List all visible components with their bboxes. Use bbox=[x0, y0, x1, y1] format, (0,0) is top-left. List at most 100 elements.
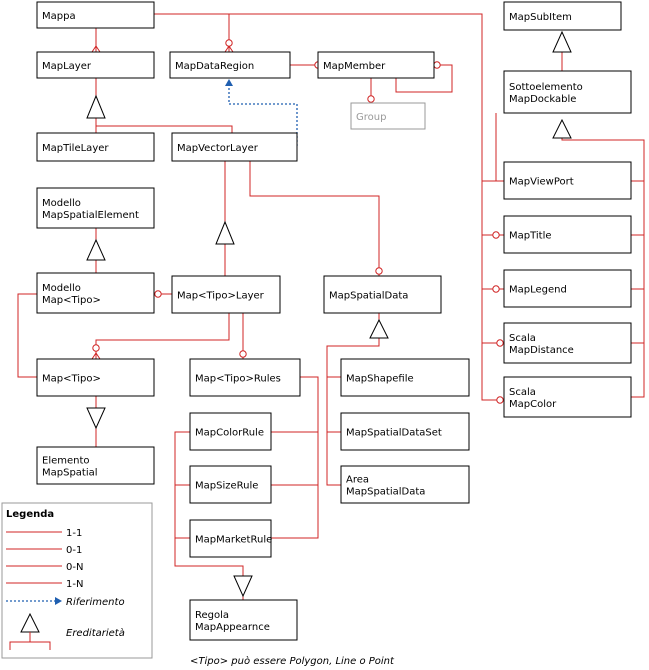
entity-box bbox=[503, 161, 632, 200]
entity-box bbox=[503, 1, 622, 31]
entity-label: MapAppearnce bbox=[195, 622, 270, 633]
entity-map-tipo-rules: Map<Tipo>Rules bbox=[189, 358, 301, 397]
legend-label: 0-N bbox=[66, 562, 83, 573]
relationship-line bbox=[174, 431, 244, 576]
entity-box bbox=[171, 275, 281, 314]
zero-marker bbox=[375, 267, 383, 275]
relationship-line bbox=[482, 113, 497, 182]
zero-marker bbox=[225, 39, 233, 47]
entity-map-size-rule: MapSizeRule bbox=[189, 465, 272, 504]
entity-map-color-rule: MapColorRule bbox=[189, 412, 272, 451]
entity-box bbox=[169, 51, 291, 79]
entity-map-title: MapTitle bbox=[503, 215, 632, 254]
entity-box bbox=[340, 465, 470, 504]
legend-label: Ereditarietà bbox=[66, 627, 125, 639]
zero-marker bbox=[154, 290, 162, 298]
entity-mappa: Mappa bbox=[36, 1, 155, 29]
entity-label: MapLayer bbox=[42, 61, 92, 72]
reference-arrowhead bbox=[225, 79, 233, 86]
entity-box bbox=[189, 519, 272, 558]
relationship-line bbox=[95, 313, 230, 359]
entity-label: MapSpatial bbox=[42, 468, 98, 479]
entity-box bbox=[503, 70, 632, 114]
entity-label: MapDistance bbox=[509, 345, 574, 356]
entity-box bbox=[171, 132, 298, 162]
entity-box bbox=[36, 132, 155, 162]
zero-marker bbox=[239, 350, 247, 358]
entity-label: MapShapefile bbox=[346, 374, 414, 385]
zero-marker bbox=[433, 61, 441, 69]
entity-map-member: MapMember bbox=[317, 51, 435, 79]
relationship-line bbox=[154, 13, 230, 52]
legend-label: 1-N bbox=[66, 579, 83, 590]
entity-box bbox=[36, 1, 155, 29]
entity-label: MapDockable bbox=[509, 94, 576, 105]
legend-label: 1-1 bbox=[66, 528, 82, 539]
entity-label: MapViewPort bbox=[509, 177, 574, 188]
many-marker bbox=[91, 45, 101, 53]
relationship-line bbox=[271, 376, 319, 539]
zero-marker bbox=[492, 285, 500, 293]
legend-label: 0-1 bbox=[66, 545, 82, 556]
entity-map-tile-layer: MapTileLayer bbox=[36, 132, 155, 162]
entity-label: MapSizeRule bbox=[195, 481, 258, 492]
entity-box bbox=[503, 215, 632, 254]
entity-box bbox=[36, 272, 155, 314]
entity-map-tipo: Map<Tipo> bbox=[36, 358, 155, 397]
entity-label: Scala bbox=[509, 387, 536, 398]
entity-label: MapColor bbox=[509, 399, 557, 410]
entity-label: Group bbox=[356, 112, 386, 123]
inheritance-triangle bbox=[86, 94, 106, 119]
entity-label: Map<Tipo>Layer bbox=[177, 291, 265, 302]
legend-inheritance-line bbox=[30, 641, 51, 650]
entity-box bbox=[503, 269, 632, 308]
zero-marker bbox=[92, 344, 100, 352]
entity-map-market-rule: MapMarketRule bbox=[189, 519, 272, 558]
entity-group: Group bbox=[350, 102, 426, 130]
relationship-line bbox=[249, 161, 380, 276]
entity-box bbox=[189, 412, 272, 451]
relationship-line bbox=[395, 64, 453, 93]
entity-label: MapSpatialData bbox=[346, 487, 425, 498]
legend-reference-arrow bbox=[55, 597, 62, 605]
entity-label: Regola bbox=[195, 610, 229, 621]
zero-marker bbox=[367, 95, 375, 103]
entity-label: MapTileLayer bbox=[42, 143, 109, 154]
inheritance-triangle bbox=[552, 30, 572, 53]
entity-box bbox=[340, 412, 470, 451]
entity-map-view-port: MapViewPort bbox=[503, 161, 632, 200]
legend-inheritance-line bbox=[9, 632, 31, 650]
entity-box bbox=[189, 599, 298, 641]
entity-box bbox=[36, 187, 155, 229]
entity-label: Elemento bbox=[42, 456, 90, 467]
entity-box bbox=[36, 358, 155, 397]
entity-label: Modello bbox=[42, 198, 81, 209]
entity-box bbox=[36, 446, 155, 485]
entity-box bbox=[189, 358, 301, 397]
relationship-line bbox=[229, 13, 504, 401]
entity-label: MapSpatialElement bbox=[42, 210, 139, 221]
zero-marker bbox=[496, 396, 504, 404]
entity-map-shapefile: MapShapefile bbox=[340, 358, 470, 397]
entity-box bbox=[503, 322, 632, 364]
inheritance-triangle bbox=[233, 575, 253, 598]
entity-map-vector-layer: MapVectorLayer bbox=[171, 132, 298, 162]
legend-label: Riferimento bbox=[66, 597, 125, 608]
relationship-line bbox=[326, 338, 380, 486]
entity-label: MapVectorLayer bbox=[177, 143, 259, 154]
entity-label: Map<Tipo> bbox=[42, 374, 101, 385]
entity-label: MapColorRule bbox=[195, 428, 264, 439]
entity-label: Map<Tipo>Rules bbox=[195, 374, 281, 385]
entity-map-sub-item: MapSubItem bbox=[503, 1, 622, 31]
inheritance-triangle bbox=[86, 238, 106, 261]
inheritance-triangle bbox=[369, 318, 389, 339]
zero-marker bbox=[492, 231, 500, 239]
entity-label: Modello bbox=[42, 283, 81, 294]
